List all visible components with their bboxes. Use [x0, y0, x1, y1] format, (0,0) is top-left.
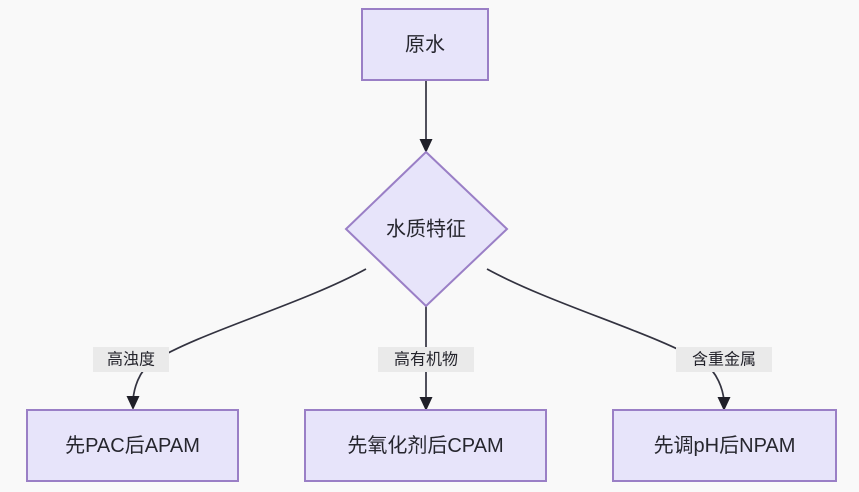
node-oxidant-cpam-shape[interactable] [304, 409, 547, 482]
node-pac-apam[interactable]: 先PAC后APAM [26, 409, 239, 482]
node-ph-npam-shape[interactable] [612, 409, 837, 482]
edge-arrowhead [419, 139, 433, 153]
edge-label-background [93, 347, 169, 372]
node-ph-npam-label: 先调pH后NPAM [654, 434, 796, 457]
node-ph-npam[interactable]: 先调pH后NPAM [612, 409, 837, 482]
edge-arrowhead [419, 397, 433, 411]
edge-line [486, 268, 725, 402]
node-pac-apam-shape[interactable] [26, 409, 239, 482]
node-raw-water-label: 原水 [405, 33, 445, 56]
node-raw-water[interactable]: 原水 [361, 8, 489, 81]
node-water-quality[interactable]: 水质特征 [344, 150, 509, 308]
node-water-quality-label: 水质特征 [386, 217, 466, 240]
edge-decision-to-ph [486, 268, 731, 411]
edge-label-text: 高浊度 [107, 351, 155, 369]
edge-decision-to-pac [126, 268, 367, 410]
edge-label-text: 高有机物 [394, 351, 458, 369]
edge-label-text: 含重金属 [692, 351, 756, 369]
node-raw-water-shape[interactable] [361, 8, 489, 81]
edge-raw-to-decision [419, 81, 433, 153]
edge-label-gao-you-ji-wu: 高有机物 [378, 347, 474, 372]
node-water-quality-shape[interactable] [344, 150, 509, 308]
node-pac-apam-label: 先PAC后APAM [65, 434, 200, 457]
node-oxidant-cpam-label: 先氧化剂后CPAM [347, 434, 503, 457]
edge-label-gao-zhuo-du: 高浊度 [93, 347, 169, 372]
edge-label-han-zhong-jin-shu: 含重金属 [676, 347, 772, 372]
edge-label-background [378, 347, 474, 372]
node-oxidant-cpam[interactable]: 先氧化剂后CPAM [304, 409, 547, 482]
edge-line [132, 268, 367, 401]
edge-arrowhead [717, 397, 731, 411]
edge-arrowhead [126, 396, 140, 410]
edge-label-background [676, 347, 772, 372]
